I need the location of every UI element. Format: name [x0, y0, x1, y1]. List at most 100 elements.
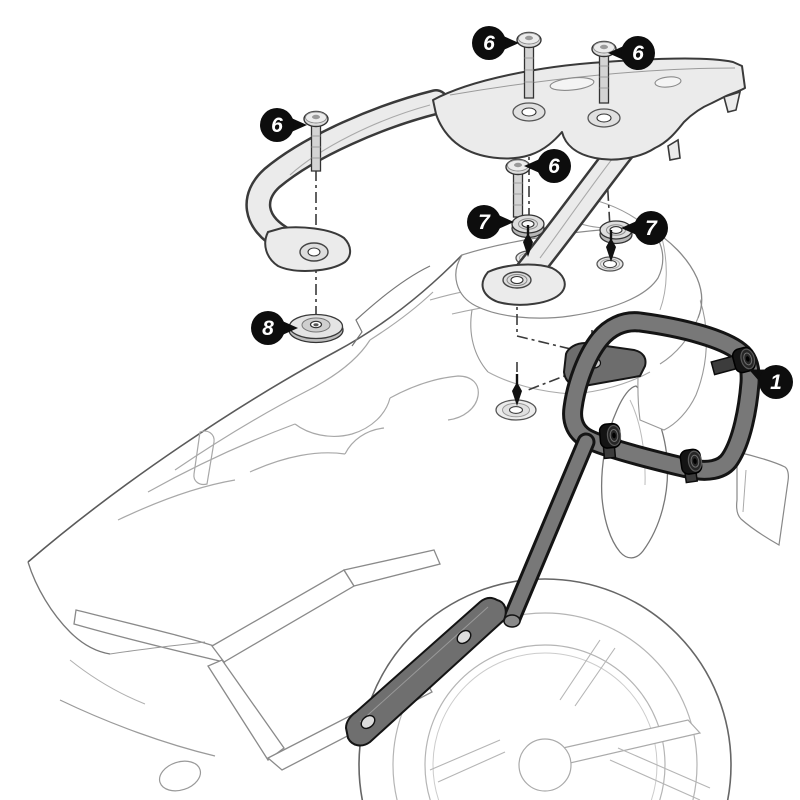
callout-label: 6	[271, 114, 283, 137]
seat-seam	[249, 452, 346, 473]
callout-6-top-right: 6	[608, 36, 655, 70]
screw-6-top-left	[516, 31, 542, 99]
seat-seam	[389, 375, 479, 421]
callout-6-top-left: 6	[472, 26, 519, 60]
flap-crease	[742, 469, 747, 513]
subframe	[59, 549, 441, 792]
mudguard-crease	[629, 399, 646, 486]
seat-seam	[147, 423, 296, 493]
callout-7-center: 7	[467, 205, 514, 239]
boss-ring	[506, 274, 528, 286]
callout-1-bracket: 1	[748, 365, 793, 399]
bobbin-socket	[693, 458, 697, 464]
mount-grommet-right	[596, 256, 624, 272]
boss-hole	[521, 107, 537, 117]
callout-7-right: 7	[621, 211, 668, 245]
callout-8: 8	[251, 311, 298, 345]
seat-seam	[294, 397, 391, 437]
hardware	[288, 31, 633, 344]
rack-rear-foot-boss	[502, 271, 532, 289]
screw-threads	[524, 57, 534, 83]
bobbin-ring	[690, 454, 700, 468]
seat-ridge	[27, 254, 463, 563]
seat-seam	[369, 291, 434, 341]
arrow-down-bottom-grommet	[512, 374, 522, 406]
screw-threads	[599, 65, 609, 89]
wheel-spoke	[559, 639, 616, 707]
callout-circle	[467, 205, 501, 239]
seat-seam	[117, 479, 236, 521]
bobbin-ring	[743, 352, 753, 366]
rack-plate-hole-left	[512, 102, 546, 122]
wheel-spoke	[609, 747, 711, 800]
arrow-down-right-grommet	[606, 230, 616, 262]
screw-drive	[514, 162, 522, 168]
screw-6-center	[505, 158, 531, 218]
rim-outer	[424, 644, 666, 800]
tire-inner	[392, 612, 698, 800]
washer-hole-center	[313, 323, 319, 327]
seat-front-edge	[27, 561, 111, 655]
screw-drive	[600, 44, 608, 50]
callout-circle	[472, 26, 506, 60]
tail-step-line	[351, 265, 431, 347]
insertion-arrows	[512, 225, 616, 406]
bobbin-bottom	[679, 448, 703, 484]
tire-outer	[358, 578, 732, 800]
callout-6-center: 6	[524, 149, 571, 183]
rack-top-plate	[432, 57, 746, 161]
strut-end-cap	[503, 614, 521, 628]
rack-plate-hole-right	[587, 108, 621, 128]
rack-left-foot-boss	[299, 242, 329, 262]
rear-flap	[736, 451, 789, 546]
rear-wheel	[358, 578, 732, 800]
grommet-hole	[602, 259, 618, 269]
screw-threads	[513, 182, 523, 206]
callout-label: 7	[645, 217, 658, 240]
callout-circle	[621, 36, 655, 70]
rack-plate-slot	[549, 77, 595, 91]
bobbin-socket	[612, 432, 616, 439]
screw-drive	[312, 114, 320, 120]
rack-left-arm	[247, 91, 447, 251]
tail-rear-edge	[647, 226, 703, 319]
callout-label: 6	[548, 155, 560, 178]
screw-drive	[525, 35, 533, 41]
callout-circle	[759, 365, 793, 399]
tail-edge	[470, 309, 489, 373]
callout-label: 1	[770, 371, 782, 394]
panel-hole	[158, 760, 202, 792]
boss-hole	[596, 113, 612, 123]
subframe-tube	[342, 549, 441, 587]
arrow-head	[606, 238, 616, 262]
callout-label: 6	[632, 42, 644, 65]
screw-threads	[311, 135, 321, 159]
screw-shaft	[523, 44, 535, 99]
rack-left-arm-highlight	[289, 104, 431, 176]
mount-grommet-bottom	[495, 399, 537, 421]
arrow-head	[512, 382, 522, 406]
arrow-head	[523, 233, 533, 257]
callout-label: 7	[478, 211, 491, 234]
wheel-hub	[518, 738, 572, 792]
bracket-bar-hole	[456, 629, 472, 645]
bobbin-left	[598, 422, 622, 460]
screw-shaft	[598, 53, 610, 104]
boss-hole	[510, 275, 524, 285]
seat-seam	[344, 427, 385, 455]
boss-hole	[307, 247, 321, 257]
rack-plate-crease	[449, 67, 736, 96]
bracket-strut	[505, 435, 593, 625]
callout-circle	[634, 211, 668, 245]
arrow-down-left-grommet	[523, 225, 533, 257]
seat-detail-lines	[117, 291, 479, 521]
panel-edge	[59, 699, 216, 757]
panel-edge	[69, 659, 146, 705]
centerline-foot-to-plate	[516, 292, 584, 353]
tail-crease	[659, 237, 667, 311]
rack-plate-foot	[667, 138, 681, 161]
bracket-bar-highlight	[359, 606, 489, 723]
bobbin-ring	[609, 428, 619, 442]
